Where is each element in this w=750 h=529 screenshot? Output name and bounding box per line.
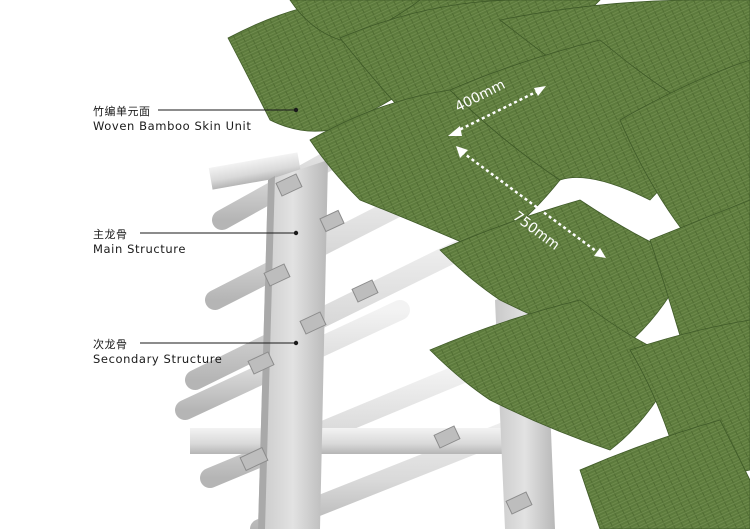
- leader-dot-secondary: [294, 341, 298, 345]
- callout-secondary-en: Secondary Structure: [93, 352, 222, 366]
- callout-secondary-zh: 次龙骨: [93, 338, 222, 352]
- callout-skin-zh: 竹编单元面: [93, 105, 251, 119]
- callout-main-en: Main Structure: [93, 242, 186, 256]
- callout-skin-en: Woven Bamboo Skin Unit: [93, 119, 251, 133]
- callout-main-structure: 主龙骨 Main Structure: [93, 228, 186, 256]
- leader-dot-main: [294, 231, 298, 235]
- leader-dot-skin: [294, 108, 298, 112]
- callout-secondary-structure: 次龙骨 Secondary Structure: [93, 338, 222, 366]
- callout-main-zh: 主龙骨: [93, 228, 186, 242]
- callout-skin-unit: 竹编单元面 Woven Bamboo Skin Unit: [93, 105, 251, 133]
- beam-lower: [190, 428, 520, 454]
